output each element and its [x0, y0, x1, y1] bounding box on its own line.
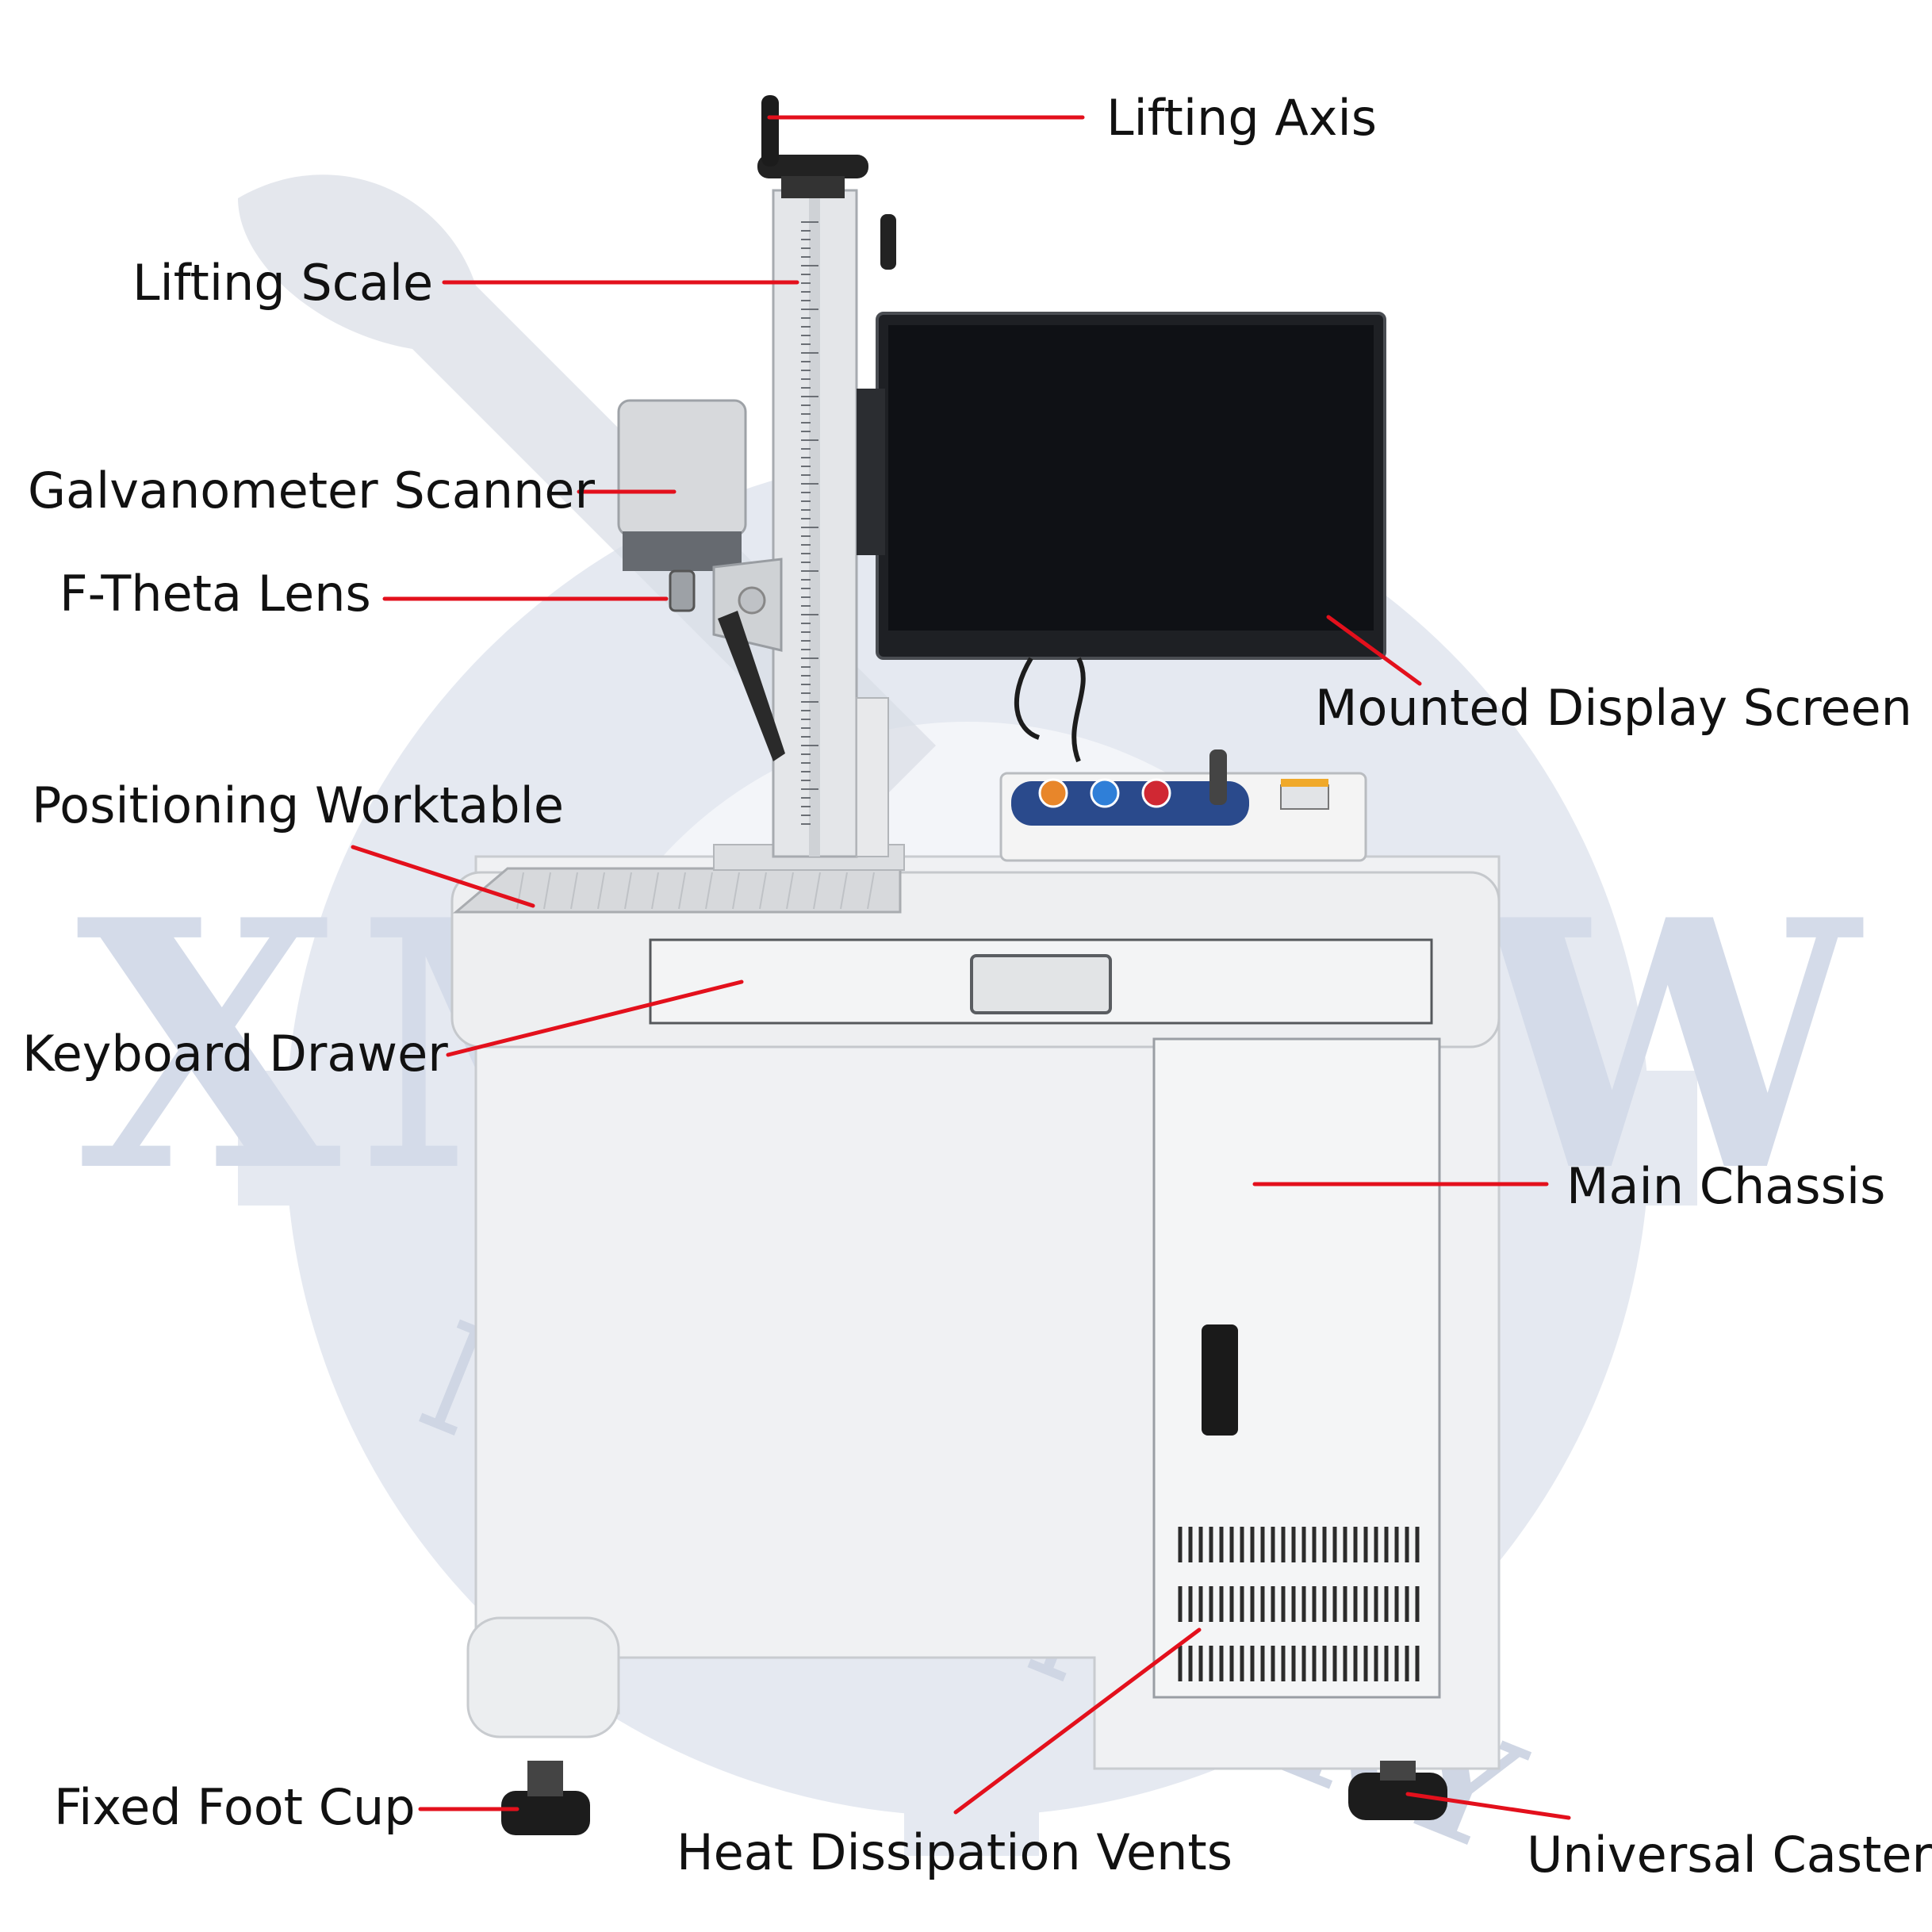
- heat-dissipation-vents: [1178, 1527, 1420, 1681]
- worktable-groove: [732, 872, 740, 910]
- label-lifting-axis: Lifting Axis: [1106, 89, 1378, 147]
- worktable-groove: [813, 872, 821, 910]
- worktable-groove: [786, 872, 794, 910]
- left-base: [466, 1616, 620, 1738]
- label-main-chassis: Main Chassis: [1566, 1157, 1886, 1215]
- worktable-groove: [624, 872, 632, 910]
- drawer-handle[interactable]: [970, 954, 1112, 1014]
- orange-button[interactable]: [1038, 778, 1068, 808]
- worktable-groove: [759, 872, 767, 910]
- label-lifting-scale: Lifting Scale: [132, 254, 434, 312]
- worktable-groove: [840, 872, 848, 910]
- label-mounted-display-screen: Mounted Display Screen: [1315, 679, 1912, 737]
- blue-button[interactable]: [1090, 778, 1120, 808]
- positioning-worktable: [452, 867, 902, 914]
- control-panel: [999, 749, 1367, 862]
- door-latch[interactable]: [1202, 1324, 1238, 1436]
- label-keyboard-drawer: Keyboard Drawer: [22, 1025, 448, 1083]
- worktable-groove: [543, 872, 551, 910]
- f-theta-lens: [669, 569, 696, 612]
- leader-lines: [351, 115, 1571, 1820]
- leader-heat-dissipation-vents: [953, 1627, 1202, 1815]
- leader-universal-caster: [1405, 1792, 1571, 1820]
- fixed-foot-cup: [501, 1761, 590, 1835]
- leader-positioning-worktable: [351, 845, 535, 908]
- leader-keyboard-drawer: [446, 979, 744, 1057]
- key-switch[interactable]: [1209, 749, 1227, 805]
- label-heat-dissipation-vents: Heat Dissipation Vents: [677, 1823, 1233, 1881]
- galvanometer-scanner: [617, 399, 785, 761]
- keyboard-drawer[interactable]: [649, 938, 1433, 1025]
- worktable-groove: [678, 872, 686, 910]
- label-fixed-foot-cup: Fixed Foot Cup: [54, 1778, 416, 1836]
- worktable-groove: [867, 872, 875, 910]
- worktable-groove: [570, 872, 578, 910]
- worktable-groove: [597, 872, 605, 910]
- leader-mounted-display-screen: [1326, 615, 1422, 686]
- label-universal-caster: Universal Caster: [1527, 1826, 1932, 1884]
- red-button[interactable]: [1141, 778, 1171, 808]
- label-positioning-worktable: Positioning Worktable: [32, 776, 565, 834]
- lifting-axis-handwheel[interactable]: [757, 95, 896, 270]
- mounted-display-screen: [857, 312, 1386, 763]
- universal-caster: [1348, 1761, 1447, 1820]
- label-galvanometer-scanner: Galvanometer Scanner: [28, 462, 596, 519]
- worktable-groove: [705, 872, 713, 910]
- label-f-theta-lens: F-Theta Lens: [59, 565, 371, 623]
- worktable-groove: [651, 872, 659, 910]
